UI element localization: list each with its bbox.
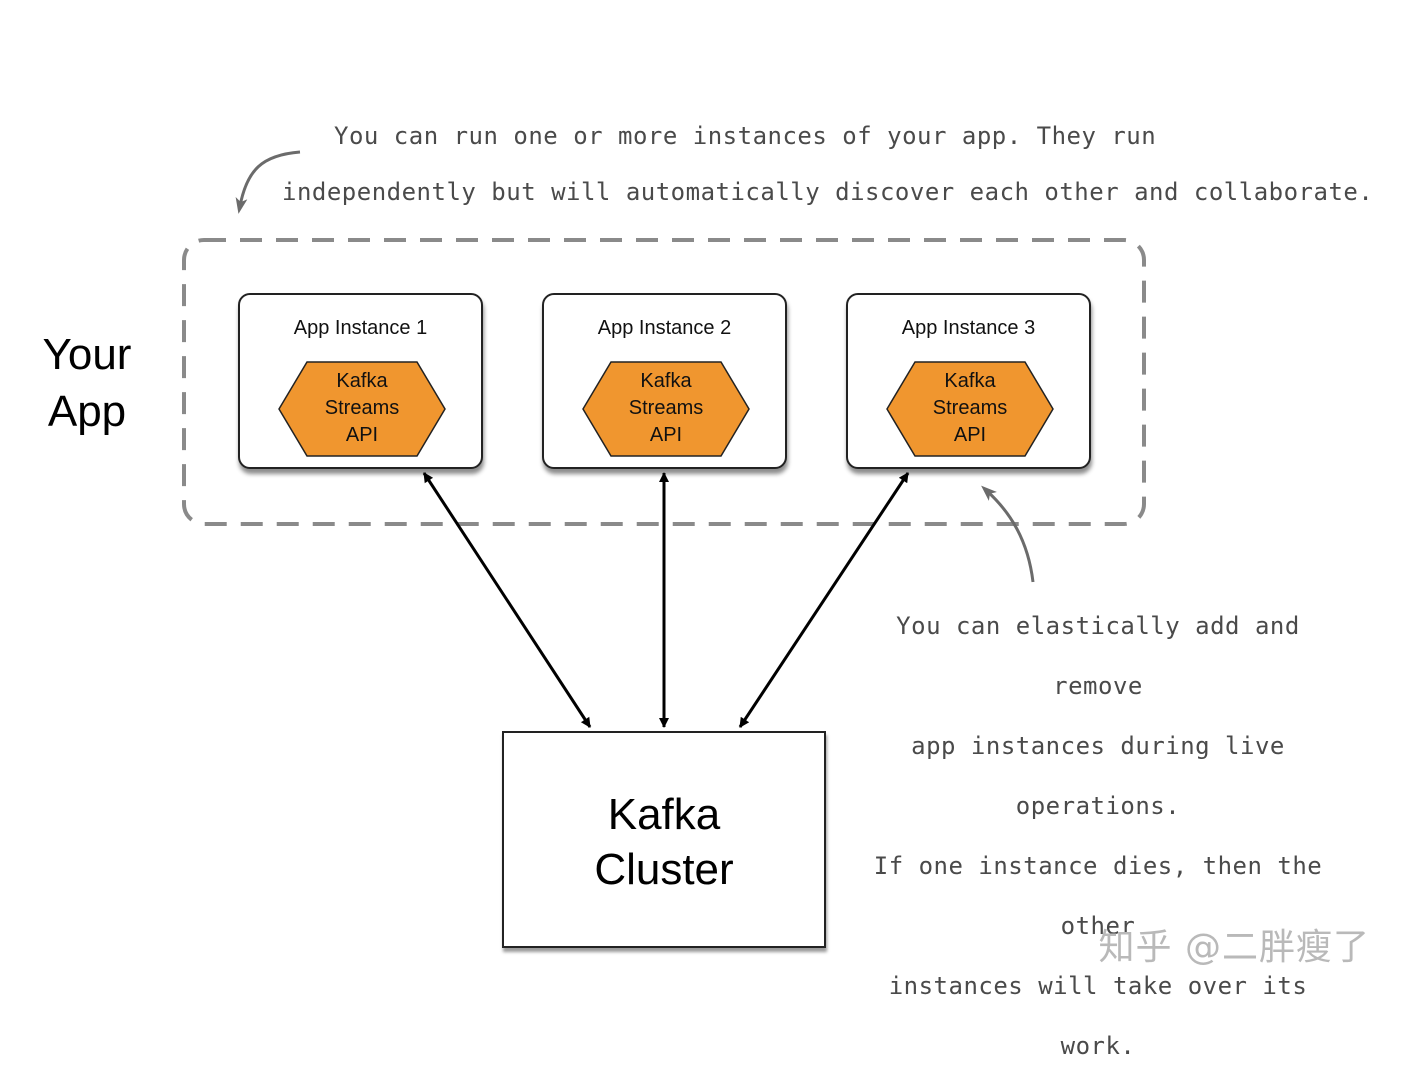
kafka-streams-api-hexagon: Kafka Streams API [278,361,446,457]
app-instance-2: App Instance 2 Kafka Streams API [542,293,787,469]
top-annotation: You can run one or more instances of you… [282,108,1373,220]
app-instance-title: App Instance 3 [901,317,1036,339]
right-annotation-line-3: If one instance dies, then the other [873,852,1323,940]
your-app-label-line-1: Your [42,330,132,379]
right-annotation-line-1: You can elastically add and remove [896,612,1300,700]
top-annotation-line-2: independently but will automatically dis… [282,178,1374,206]
hexagon-label-line: API [345,424,379,446]
hexagon-label-line: Kafka [944,370,996,392]
app-instance-1: App Instance 1 Kafka Streams API [238,293,483,469]
app-instance-title: App Instance 2 [597,317,732,339]
connection-arrow-1 [422,472,592,728]
hexagon-label-line: Kafka [640,370,692,392]
right-annotation-line-4: instances will take over its work. [888,972,1308,1060]
app-instance-title: App Instance 1 [293,317,428,339]
hexagon-label-line: API [649,424,683,446]
kafka-cluster-box: Kafka Cluster [502,731,826,948]
your-app-label: Your App [20,326,154,440]
diagram-canvas [182,150,1146,728]
top-note-arrow [235,150,301,214]
watermark: 知乎 @二胖瘦了 [1098,927,1370,968]
your-app-label-line-2: App [47,387,127,436]
kafka-streams-api-hexagon: Kafka Streams API [582,361,750,457]
hexagon-label-line: Streams [932,397,1008,419]
hexagon-label-line: API [953,424,987,446]
hexagon-label-line: Kafka [336,370,388,392]
hexagon-label-line: Streams [324,397,400,419]
connection-arrow-3 [738,472,910,728]
right-note-arrow [981,485,1035,583]
kafka-cluster-label: Kafka Cluster [504,787,824,897]
right-annotation-line-2: app instances during live operations. [911,732,1285,820]
app-instance-3: App Instance 3 Kafka Streams API [846,293,1091,469]
kafka-cluster-label-line-2: Cluster [594,845,734,894]
kafka-streams-api-hexagon: Kafka Streams API [886,361,1054,457]
kafka-cluster-label-line-1: Kafka [607,790,721,839]
top-annotation-line-1: You can run one or more instances of you… [334,122,1157,150]
right-annotation: You can elastically add and remove app i… [848,596,1348,1076]
hexagon-label-line: Streams [628,397,704,419]
